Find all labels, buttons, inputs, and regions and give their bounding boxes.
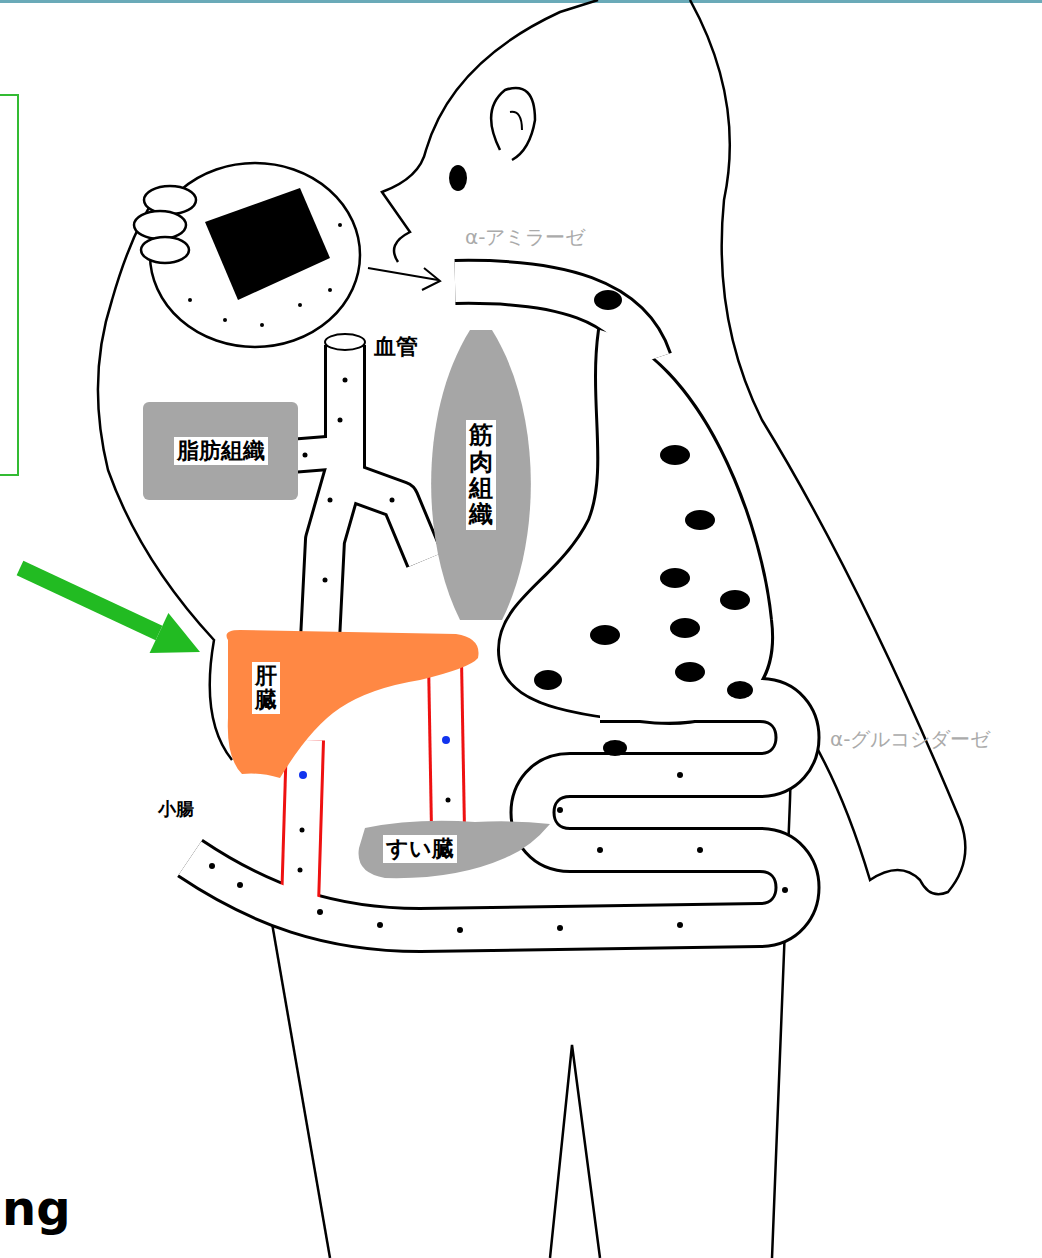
green-frame (0, 95, 18, 475)
enzyme-label: α-グルコシダーゼ (830, 728, 990, 750)
vessel-opening (325, 334, 365, 350)
onigiri (134, 163, 360, 347)
muscle-tissue-outline (431, 330, 531, 620)
tract-inner (190, 282, 798, 930)
node-text: 脂肪組織 (174, 437, 268, 465)
liver-outline (227, 630, 479, 778)
food-arrow (368, 268, 440, 290)
muscle-tissue: 筋肉組織 (420, 330, 542, 620)
pancreas: すい臓 (355, 818, 550, 880)
body-outline (98, 0, 965, 1258)
pancreas-outline (359, 821, 550, 878)
liver: 肝臓 (220, 628, 482, 780)
food-particles (209, 290, 788, 933)
ear (491, 88, 535, 160)
glucose-dot (299, 771, 307, 779)
eye (449, 165, 467, 191)
fat-tissue-box: 脂肪組織 (143, 402, 298, 500)
cut-off-text: ng (2, 1182, 71, 1235)
node-text: すい臓 (383, 835, 457, 863)
tract-outline (190, 282, 798, 930)
vessel-label: 血管 (372, 334, 398, 360)
node-text: 筋肉組織 (466, 420, 496, 530)
node-text: 肝臓 (252, 662, 280, 714)
enzyme-label: α-アミラーゼ (465, 226, 585, 248)
top-rule (0, 0, 1042, 3)
intestine-label: 小腸 (156, 798, 178, 820)
green-pointer-arrow (20, 568, 200, 653)
ear-inner (510, 112, 522, 130)
glucose-dot (442, 736, 450, 744)
